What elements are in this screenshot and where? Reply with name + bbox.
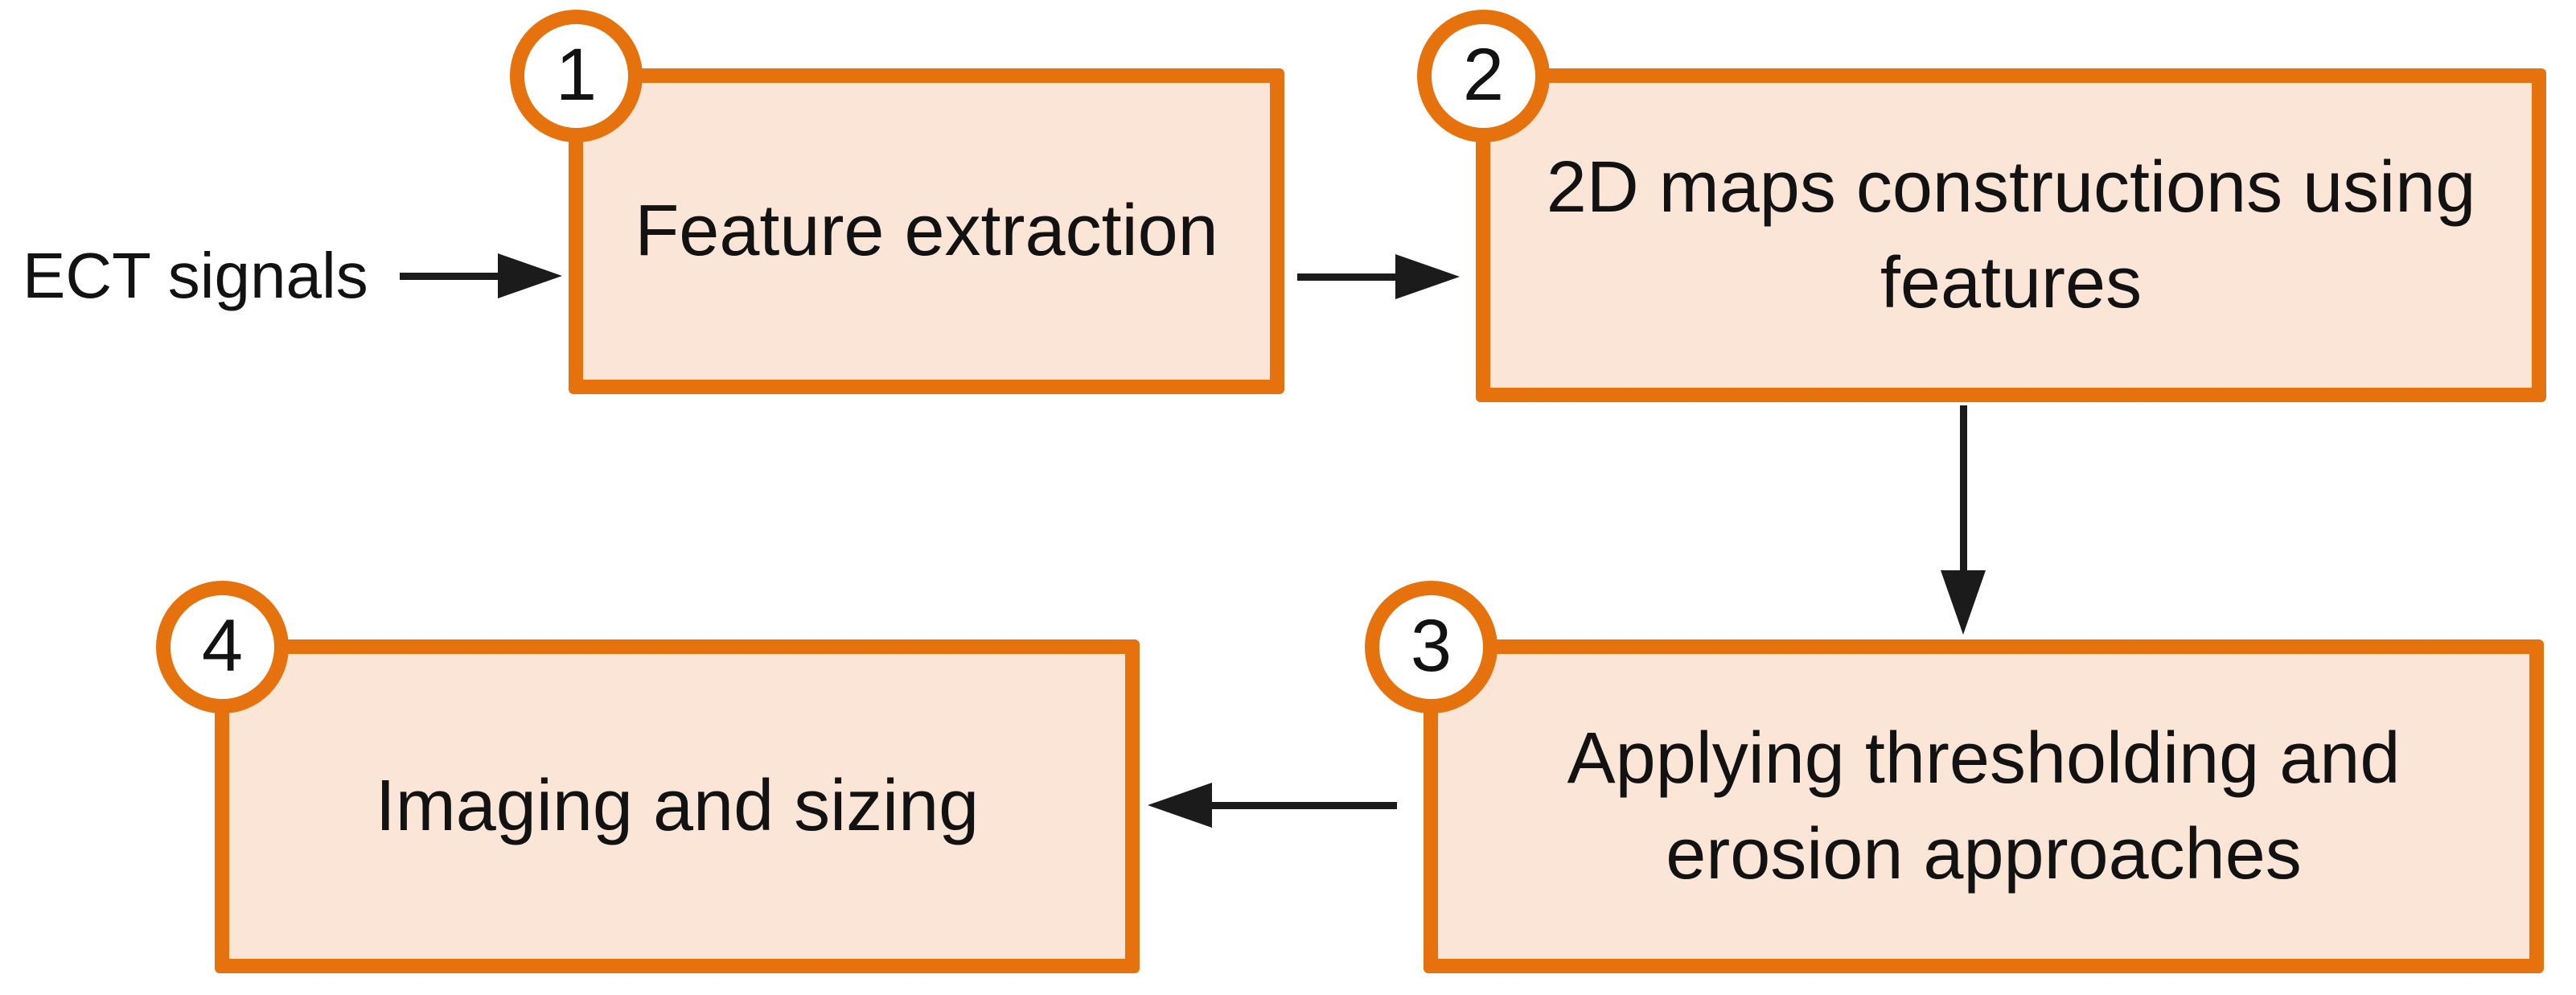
arrow-step3-to-step4-arrowhead-icon [1148,783,1212,828]
step4-number: 4 [201,604,244,687]
step4-label: Imaging and sizing [375,766,980,847]
step4-badge: 4 [156,581,289,713]
step2-label: 2D maps constructions using features [1546,146,2476,323]
arrow-step3-to-step4-line [1212,802,1397,809]
ect-signals-label: ECT signals [23,240,368,311]
step2-box: 2 2D maps constructions using features [1417,10,2546,402]
step3-badge: 3 [1365,581,1498,713]
arrow-step2-to-step3-arrowhead-icon [1941,570,1986,635]
arrow-step1-to-step2-line [1297,273,1395,281]
step2-number: 2 [1462,33,1505,116]
arrow-step1-to-step2-arrowhead-icon [1395,254,1460,299]
step3-box: 3 Applying thresholding and erosion appr… [1365,581,2544,973]
step1-badge: 1 [510,10,643,142]
arrow-ect-to-step1-arrowhead-icon [498,253,562,298]
step4-box: 4 Imaging and sizing [156,581,1140,973]
step1-number: 1 [555,33,598,116]
arrow-ect-to-step1-line [400,273,498,280]
step1-label: Feature extraction [635,191,1218,272]
arrow-step2-to-step3-line [1960,405,1967,570]
step2-badge: 2 [1417,10,1550,142]
step3-label: Applying thresholding and erosion approa… [1567,717,2401,894]
step3-number: 3 [1410,604,1452,687]
step1-box: 1 Feature extraction [510,10,1284,394]
